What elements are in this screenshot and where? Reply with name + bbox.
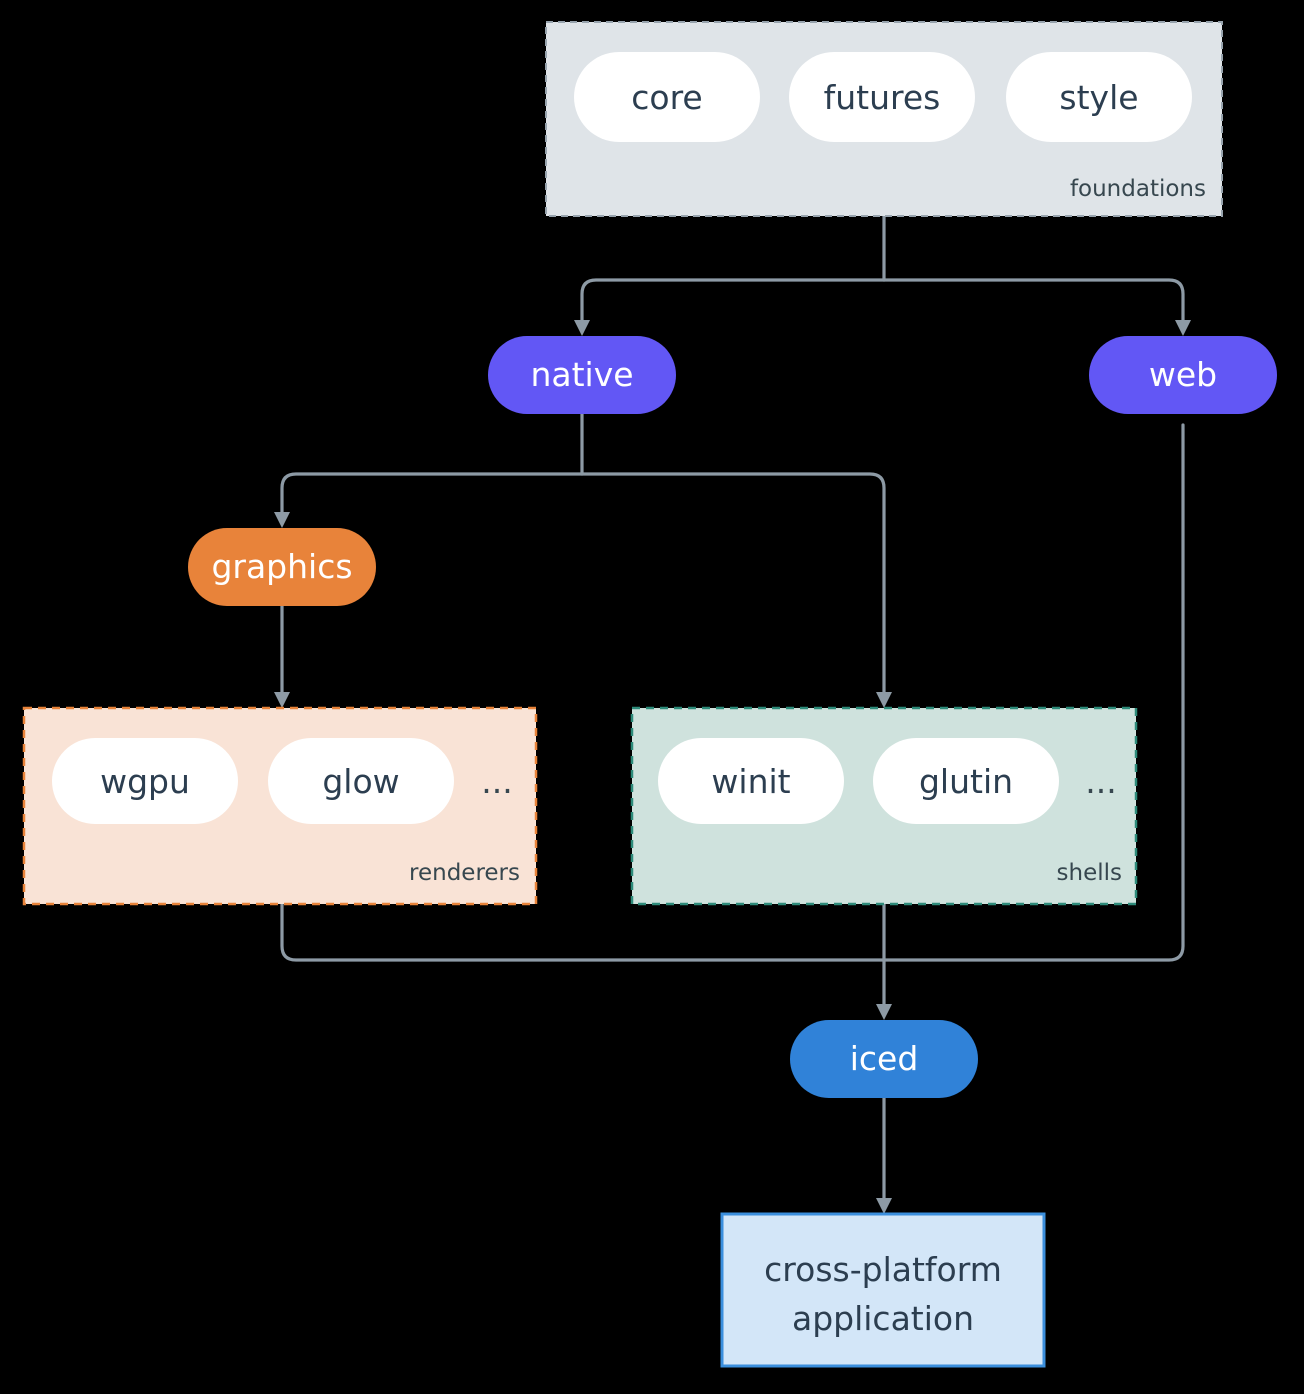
pill-winit[interactable]: winit [658, 738, 844, 824]
node-native[interactable]: native [488, 336, 676, 414]
node-application-shape [720, 1212, 1046, 1368]
node-graphics-label: graphics [211, 547, 352, 586]
edge-renderers-to-iced [280, 902, 886, 962]
arrowhead-renderers-top [274, 692, 290, 708]
pill-winit-label: winit [711, 762, 790, 801]
group-renderers[interactable]: wgpu glow ... renderers [22, 706, 538, 906]
node-application-label-line2: application [792, 1299, 974, 1338]
pill-glutin-shape [873, 738, 1059, 824]
pill-core[interactable]: core [574, 52, 760, 142]
edge-foundations-to-native [580, 278, 886, 324]
node-web[interactable]: web [1089, 336, 1277, 414]
pill-core-label: core [631, 78, 702, 117]
pill-wgpu-label: wgpu [100, 762, 190, 801]
node-application-label-line1: cross-platform [764, 1250, 1002, 1289]
arrowhead-web-top [1175, 320, 1191, 336]
edge-native-to-graphics [280, 472, 584, 516]
pill-wgpu-shape [52, 738, 238, 824]
edge-web-to-iced [882, 423, 1185, 962]
node-web-shape [1089, 336, 1277, 414]
node-web-label: web [1149, 355, 1217, 394]
pill-glow-label: glow [322, 762, 399, 801]
node-iced-shape [790, 1020, 978, 1098]
edge-foundations-to-web [882, 278, 1185, 324]
arrowhead-graphics-top [274, 512, 290, 528]
pill-style-shape [1006, 52, 1192, 142]
arrowhead-native-top [574, 320, 590, 336]
arrowhead-iced-top [876, 1004, 892, 1020]
arrowhead-application-top [876, 1198, 892, 1214]
shells-ellipsis: ... [1085, 762, 1116, 801]
edge-native-to-shells [580, 472, 886, 696]
pill-glow-shape [268, 738, 454, 824]
shells-group-label: shells [1057, 860, 1122, 886]
arrowhead-shells-top [876, 692, 892, 708]
pill-style-label: style [1059, 78, 1138, 117]
node-application[interactable]: cross-platform application [720, 1212, 1046, 1368]
node-native-shape [488, 336, 676, 414]
node-graphics-shape [188, 528, 376, 606]
pill-winit-shape [658, 738, 844, 824]
group-foundations[interactable]: core futures style foundations [545, 21, 1223, 217]
pill-futures-shape [789, 52, 975, 142]
node-iced[interactable]: iced [790, 1020, 978, 1098]
pill-futures-label: futures [824, 78, 941, 117]
node-iced-label: iced [850, 1039, 919, 1078]
pill-wgpu[interactable]: wgpu [52, 738, 238, 824]
pill-glow[interactable]: glow [268, 738, 454, 824]
node-native-label: native [530, 355, 633, 394]
pill-style[interactable]: style [1006, 52, 1192, 142]
edge-layer [274, 214, 1191, 1214]
pill-futures[interactable]: futures [789, 52, 975, 142]
node-graphics[interactable]: graphics [188, 528, 376, 606]
renderers-ellipsis: ... [481, 762, 512, 801]
group-shells[interactable]: winit glutin ... shells [630, 706, 1138, 906]
pill-glutin[interactable]: glutin [873, 738, 1059, 824]
pill-glutin-label: glutin [919, 762, 1013, 801]
foundations-group-label: foundations [1070, 176, 1206, 202]
pill-core-shape [574, 52, 760, 142]
renderers-group-label: renderers [409, 860, 520, 886]
